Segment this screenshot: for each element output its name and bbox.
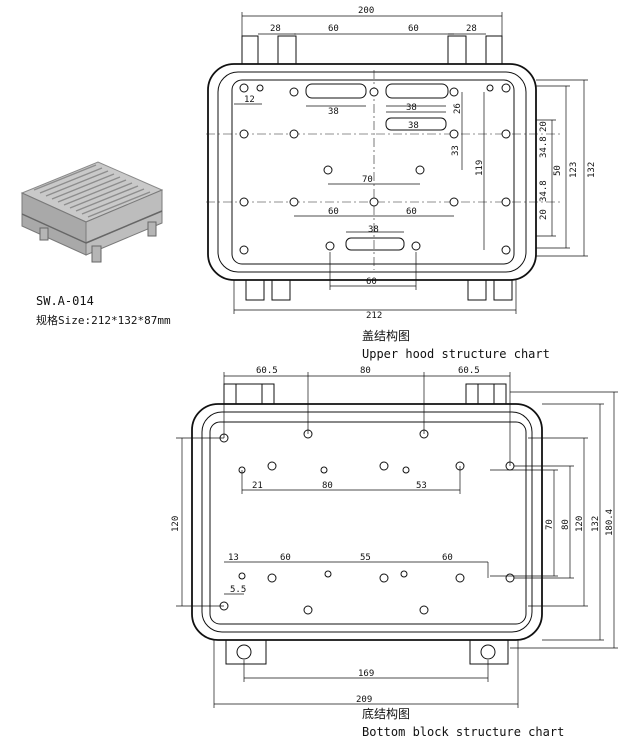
upper-dim-28-right: 28 [466, 24, 477, 34]
upper-dim-34-top: 34.8 [539, 136, 549, 158]
bottom-dim-5-5: 5.5 [230, 585, 246, 595]
bottom-dim-132: 132 [591, 516, 601, 532]
upper-dim-38-right: 38 [406, 103, 417, 113]
upper-top-tabs [241, 35, 503, 64]
upper-dim-200: 200 [358, 6, 374, 16]
bottom-caption-cn: 底结构图 [362, 706, 410, 721]
upper-dim-38-left: 38 [328, 107, 339, 117]
upper-bottom-tabs [245, 280, 513, 301]
bottom-outer-outline [191, 403, 543, 641]
upper-dim-20-top: 20 [539, 121, 549, 132]
bottom-dim-180-4: 180.4 [605, 509, 615, 536]
upper-dim-132: 132 [587, 162, 597, 178]
upper-mid-outline [217, 71, 527, 273]
upper-dim-119: 119 [475, 160, 485, 176]
model-label: SW.A-014 [36, 294, 94, 308]
upper-dim-26: 26 [453, 103, 463, 114]
bottom-dim-80-right: 80 [561, 519, 571, 530]
product-photo [20, 161, 164, 263]
bottom-dim-60-5-right: 60.5 [458, 366, 480, 376]
upper-dim-20-bottom: 20 [539, 209, 549, 220]
bottom-dim-13: 13 [228, 553, 239, 563]
bottom-dim-60-h-left: 60 [280, 553, 291, 563]
bottom-block-drawing: 60.5 80 60.5 21 80 53 120 13 60 55 60 5.… [171, 366, 618, 708]
upper-hood-drawing: 200 28 60 60 28 12 38 38 38 38 26 33 119… [206, 6, 597, 321]
bottom-dim-169: 169 [358, 669, 374, 679]
upper-dimension-lines [233, 12, 588, 314]
bottom-dim-120-left: 120 [171, 516, 181, 532]
upper-dim-60-right: 60 [408, 24, 419, 34]
bottom-dim-70: 70 [545, 519, 555, 530]
bottom-dim-21: 21 [252, 481, 263, 491]
bottom-holes [219, 429, 515, 615]
upper-dim-38-mid: 38 [408, 121, 419, 131]
bottom-dim-120-right: 120 [575, 516, 585, 532]
upper-outer-outline [207, 63, 537, 281]
bottom-foot-left [225, 640, 267, 665]
bottom-dim-80-mid: 80 [322, 481, 333, 491]
upper-dim-60-h-left: 60 [328, 207, 339, 217]
bottom-top-tabs [223, 383, 507, 404]
bottom-mid-outline [201, 411, 533, 633]
upper-dim-12: 12 [244, 95, 255, 105]
upper-dim-212: 212 [366, 311, 382, 321]
upper-dim-28-left: 28 [270, 24, 281, 34]
bottom-caption-en: Bottom block structure chart [362, 725, 564, 739]
bottom-dim-55: 55 [360, 553, 371, 563]
bottom-dim-53: 53 [416, 481, 427, 491]
upper-dim-60-left: 60 [328, 24, 339, 34]
bottom-inner-outline [209, 421, 527, 625]
upper-holes [239, 83, 511, 255]
bottom-dim-60-h-right: 60 [442, 553, 453, 563]
upper-dim-38-bottom: 38 [368, 225, 379, 235]
upper-dim-33: 33 [451, 145, 461, 156]
upper-dim-70: 70 [362, 175, 373, 185]
upper-dim-123: 123 [569, 162, 579, 178]
bottom-dim-60-5-left: 60.5 [256, 366, 278, 376]
upper-inner-outline [231, 79, 515, 265]
bottom-dimension-lines [176, 372, 618, 708]
upper-dim-34-bottom: 34.8 [539, 180, 549, 202]
upper-caption-en: Upper hood structure chart [362, 347, 550, 361]
upper-caption-cn: 盖结构图 [362, 328, 410, 343]
bottom-dim-209: 209 [356, 695, 372, 705]
upper-dim-60-bottom: 60 [366, 277, 377, 287]
upper-dim-60-h-right: 60 [406, 207, 417, 217]
bottom-dim-80-top: 80 [360, 366, 371, 376]
size-label: 规格Size:212*132*87mm [36, 313, 171, 327]
bottom-foot-right [469, 640, 509, 665]
upper-dim-50: 50 [553, 165, 563, 176]
